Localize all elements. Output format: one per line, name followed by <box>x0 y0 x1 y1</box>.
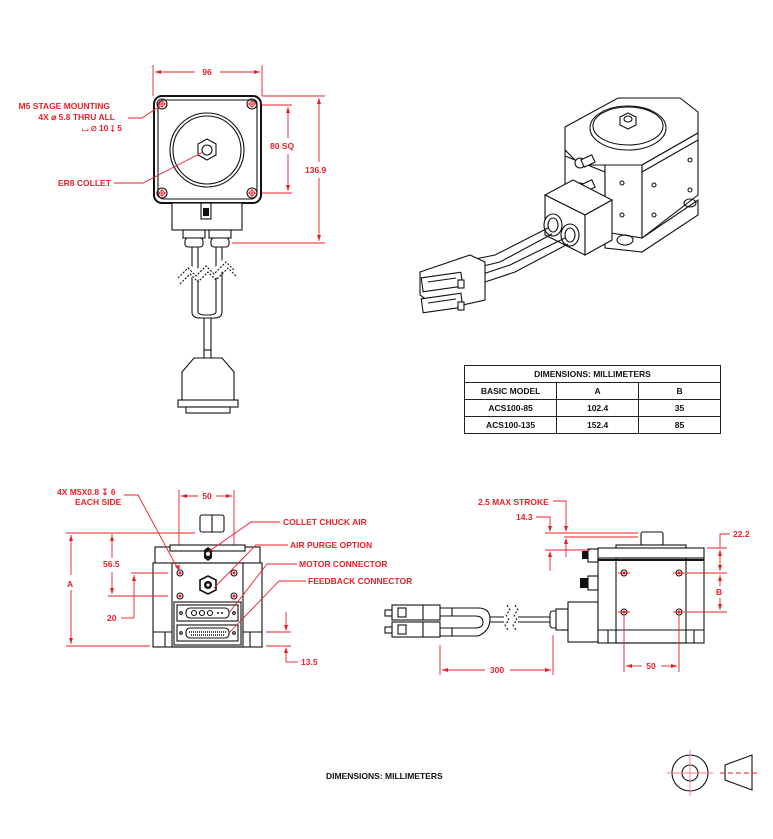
side-view: 2.5 MAX STROKE 14.3 22.2 B 300 <box>384 497 750 675</box>
max-stroke-label: 2.5 MAX STROKE <box>478 497 549 507</box>
mounting-note-line2: 4X ⌀ 5.8 THRU ALL <box>38 112 115 122</box>
dim-20: 20 <box>107 613 117 623</box>
table-header: A <box>556 382 640 400</box>
dim-565: 56.5 <box>103 559 120 569</box>
callout-air-purge: AIR PURGE OPTION <box>290 540 372 550</box>
front-width-dim: 50 <box>202 491 212 501</box>
side-hole <box>673 569 685 577</box>
table-cell: ACS100-135 <box>463 416 558 434</box>
units-note: DIMENSIONS: MILLIMETERS <box>326 771 443 781</box>
table-cell: ACS100-85 <box>463 399 558 417</box>
tapped-hole <box>176 569 184 577</box>
third-angle-projection-icon <box>667 750 757 796</box>
collet-label: ER8 COLLET <box>58 178 112 188</box>
table-header-row: BASIC MODEL A B <box>463 382 721 400</box>
dimensions-table: DIMENSIONS: MILLIMETERS BASIC MODEL A B … <box>463 365 721 434</box>
callout-collet-chuck-air: COLLET CHUCK AIR <box>283 517 367 527</box>
tapped-hole <box>176 592 184 600</box>
mounting-note-line1: M5 STAGE MOUNTING <box>19 101 111 111</box>
table-header: B <box>638 382 721 400</box>
cable-length-dim: 300 <box>490 665 504 675</box>
dim-143: 14.3 <box>516 512 533 522</box>
isometric-view <box>419 97 699 314</box>
mounting-note-line3: ⌴ ⌀ 10 ↧ 5 <box>82 123 123 133</box>
top-width-dim: 96 <box>202 67 212 77</box>
table-cell: 35 <box>638 399 721 417</box>
dim-135: 13.5 <box>301 657 318 667</box>
dim-b: B <box>716 587 722 597</box>
callout-motor-connector: MOTOR CONNECTOR <box>299 559 387 569</box>
side-hole-spacing-dim: 50 <box>646 661 656 671</box>
mount-hole <box>156 98 168 110</box>
dim-222: 22.2 <box>733 529 750 539</box>
table-cell: 85 <box>638 416 721 434</box>
table-cell: 102.4 <box>556 399 640 417</box>
table-row: ACS100-85 102.4 35 <box>463 399 721 417</box>
mount-hole <box>156 187 168 199</box>
mount-hole <box>246 187 258 199</box>
side-hole <box>618 569 630 577</box>
tapped-hole <box>230 569 238 577</box>
tap-note-line1: 4X M5X0.8 ↧ 6 <box>57 487 116 497</box>
mount-hole <box>246 98 258 110</box>
top-view: 96 <box>19 65 327 414</box>
table-row: ACS100-135 152.4 85 <box>463 416 721 434</box>
table-title: DIMENSIONS: MILLIMETERS <box>464 365 721 383</box>
tap-note-line2: EACH SIDE <box>75 497 122 507</box>
dim-a: A <box>67 579 73 589</box>
square-dim: 80 SQ <box>270 141 294 151</box>
tapped-hole <box>230 592 238 600</box>
table-cell: 152.4 <box>556 416 640 434</box>
height-dim: 136.9 <box>305 165 327 175</box>
front-view: 50 <box>57 487 412 667</box>
callout-feedback-connector: FEEDBACK CONNECTOR <box>308 576 412 586</box>
table-header: BASIC MODEL <box>463 382 558 400</box>
